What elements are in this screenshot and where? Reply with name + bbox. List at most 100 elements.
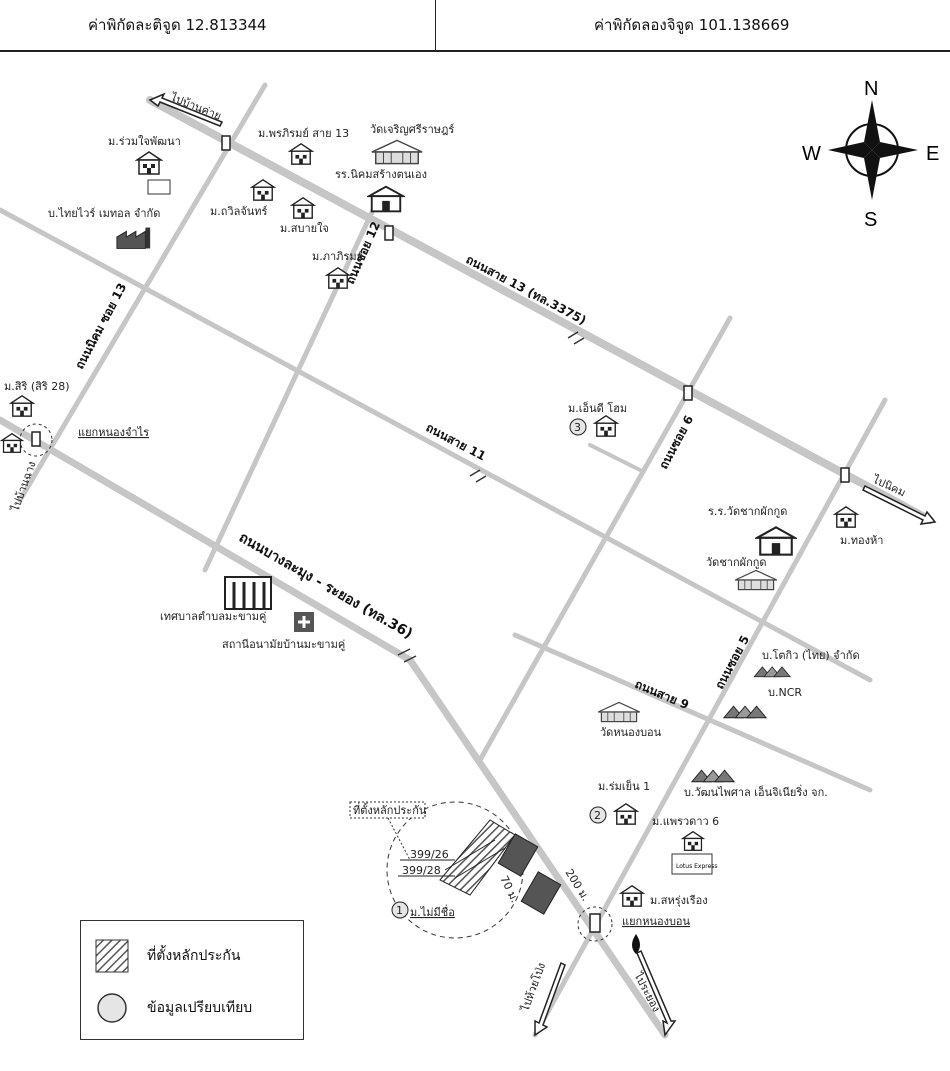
road-soi6 [477,315,733,763]
building-icon [520,871,562,915]
house-icon [834,506,858,528]
house-icon [10,395,34,417]
arrow-to-nikhom-icon [861,484,937,525]
label-wat-nongbon: วัดหนองบอน [600,726,662,739]
road-label-soi13: ถนนสาย 13 (ทล.3375) [464,252,589,327]
label-b-thaiwire: บ.ไทยไวร์ เมทอล จำกัด [48,207,160,220]
arrow-to-rayong-icon [636,949,677,1037]
house-icon [289,143,313,165]
subject-label-box [349,801,426,819]
traffic-light-icon [31,431,41,447]
building-icon [497,833,539,877]
label-junction-nongbon: แยกหนองบอน [622,915,691,928]
road-soi9 [512,632,873,793]
legend-subject-row: ที่ตั้งหลักประกัน [95,939,240,973]
traffic-light-icon [589,913,601,933]
direction-arrows [148,92,937,1037]
comparable-3-marker [569,418,587,436]
school-icon [367,185,405,213]
traffic-light-icon [384,225,394,241]
longitude-text: ค่าพิกัดลองจิจูด 101.138669 [594,16,790,34]
label-mu-siri: ม.สิริ (สิริ 28) [4,380,70,393]
legend-hatch-icon [95,939,129,973]
compass-needle-icon [864,150,880,200]
temple-icon [597,701,641,723]
label-school-nikhom: รร.นิคมสร้างตนเอง [335,168,427,181]
compass-rose: N S W E [802,78,939,231]
traffic-lights [31,135,850,933]
comparable-1-marker [391,901,409,919]
house-icon [1,433,23,453]
house-icon [682,830,704,852]
road-soi12 [202,192,383,573]
house-icon [251,179,275,201]
compass-n: N [864,78,878,100]
comparable-3-number: 3 [574,421,581,434]
factory-roof-icon [691,769,735,783]
road-soi11 [0,207,873,683]
factory-roof-icon [723,705,767,719]
traffic-light-icon [221,135,231,151]
comparable-2-number: 2 [594,809,601,822]
sign-icon [147,179,171,195]
comparable-1-number: 1 [396,904,403,917]
latitude-text: ค่าพิกัดละติจูด 12.813344 [0,0,436,50]
label-mu-sabai: ม.สบายใจ [280,222,329,235]
compass-needle-icon [828,142,872,158]
gas-station-icon [632,934,640,954]
road-main36 [0,416,414,664]
label-mu-romyen: ม.ร่มเย็น 1 [598,779,650,793]
label-mu-thawi: ม.ถวิลจันทร์ [210,205,268,218]
factory-icon [116,227,151,249]
house-icon [594,415,618,437]
plot-399-26: 399/26 [410,848,449,861]
house-icon [291,197,315,219]
label-to-banchang: ไปบ้านฉาง [8,459,38,513]
label-b-tecco: บ.โตกิว (ไทย) จำกัด [762,648,860,662]
legend-subject-label: ที่ตั้งหลักประกัน [147,948,241,964]
label-to-huaipong: ไปห้วยโป่ง [517,961,548,1014]
road-ndhome-branch [588,443,642,472]
label-municipal-office: เทศบาลตำบลมะขามคู่ [160,610,266,623]
house-icon [136,151,162,175]
comparable-2-marker [589,806,607,824]
label-wat-charoen: วัดเจริญศรีราษฎร์ [370,123,454,136]
compass-needle-icon [872,142,918,158]
road-break-marks [397,331,585,663]
label-mu-maimichue: ม.ไม่มีชื่อ [410,904,455,919]
road-soi13 [146,96,934,524]
label-mu-phraeworn: ม.แพรวดาว 6 [652,815,719,828]
temple-icon [734,569,778,591]
label-mu-ruamjai: ม.ร่วมใจพัฒนา [108,135,181,148]
traffic-light-icon [683,385,693,401]
temple-icon [371,139,423,165]
label-mu-pornrom: ม.พรภิรมย์ สาย 13 [258,127,349,140]
traffic-light-icon [840,467,850,483]
subject-label: ที่ตั้งหลักประกัน [353,802,427,817]
roadside-buildings [497,833,562,915]
label-lotus: Lotus Express [676,863,718,870]
coordinates-header: ค่าพิกัดละติจูด 12.813344 ค่าพิกัดลองจิจ… [0,0,950,52]
label-wat-chak: วัดชากผักกูด [706,556,767,569]
label-mu-saharung: ม.สหรุ่งเรือง [650,894,708,907]
compass-e: E [926,143,939,165]
label-distance-70: 70 ม. [497,874,521,905]
compass-s: S [864,209,877,231]
label-health-center: สถานีอนามัยบ้านมะขามคู่ [222,638,345,651]
compass-w: W [802,143,821,165]
label-mu-thonghom: ม.ทองห้า [840,534,883,547]
legend-circle-icon [97,993,127,1023]
arrow-to-bankhai-icon [148,92,224,127]
compass-needle-icon [864,100,880,150]
label-mu-phapirom: ม.ภาภิรมย์ [312,250,363,263]
legend-comparable-label: ข้อมูลเปรียบเทียบ [147,1000,253,1016]
factory-roof-icon [753,666,791,678]
arrow-to-huaipong-icon [534,961,566,1037]
label-mu-ndhome: ม.เอ็นดี โฮม [568,401,627,415]
school-icon [756,526,796,556]
road-nikhom13 [17,82,268,503]
location-map: N S W E ถนนสาย 13 (ทล.3375) ถนนสาย 11 ถน… [0,78,939,1039]
map-legend: ที่ตั้งหลักประกัน ข้อมูลเปรียบเทียบ [80,920,304,1040]
plot-399-28: 399/28 [402,864,441,877]
legend-comparable-row: ข้อมูลเปรียบเทียบ [95,991,252,1025]
